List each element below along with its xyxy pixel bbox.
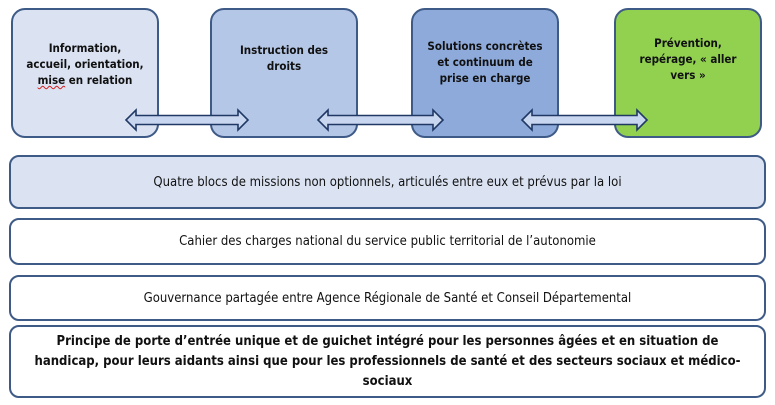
block-instruction-label: Instruction des droits (239, 43, 329, 73)
block-prevention-line1: Prévention, (654, 36, 722, 50)
block-information-line3-rest: en relation (65, 73, 133, 87)
block-information-line1: Information, (48, 41, 122, 55)
block-prevention-line3: vers » (670, 68, 706, 82)
bar-cahier-des-charges: Cahier des charges national du service p… (9, 218, 766, 265)
double-arrow-icon-1 (124, 108, 250, 132)
block-information-line3: mise en relation (26, 72, 143, 88)
double-arrow-icon-2 (316, 108, 445, 132)
block-solutions-line3: prise en charge (439, 71, 531, 85)
double-arrow-icon-3 (520, 108, 649, 132)
block-solutions-line2: et continuum de (437, 55, 533, 69)
spellcheck-underlined-word: mise (37, 73, 66, 87)
bar-missions: Quatre blocs de missions non optionnels,… (9, 155, 766, 209)
block-solutions-line1: Solutions concrètes (427, 39, 543, 53)
block-information: Information, accueil, orientation, mise … (11, 8, 159, 138)
bar-principe: Principe de porte d’entrée unique et de … (9, 325, 766, 398)
connector-arrows (124, 108, 649, 132)
block-prevention-line2: repérage, « aller (639, 52, 737, 66)
block-information-line2: accueil, orientation, (26, 57, 144, 71)
bar-gouvernance: Gouvernance partagée entre Agence Région… (9, 275, 766, 321)
